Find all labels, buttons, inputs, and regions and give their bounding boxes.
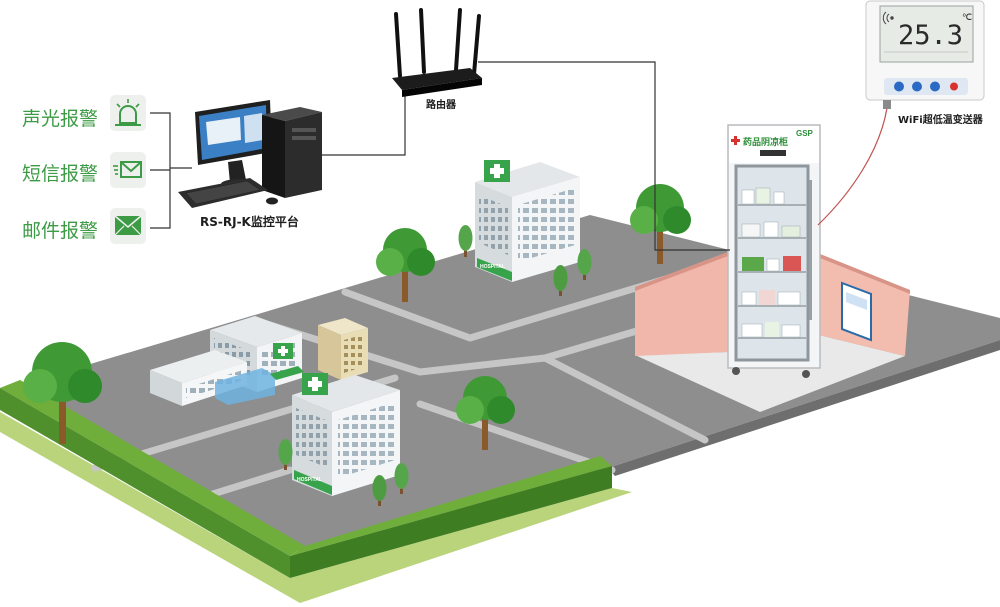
tower-side — [262, 115, 285, 198]
cable-computer-router — [322, 96, 405, 155]
apartment-building — [318, 318, 368, 380]
tree-trunk — [482, 416, 488, 450]
gsp-badge: GSP — [796, 129, 814, 138]
menu-button — [894, 82, 904, 92]
screen-panel — [244, 113, 263, 143]
hospital-sign-text: HOSPITAL — [480, 264, 505, 270]
drive-bay — [292, 128, 316, 132]
wifi-temperature-transmitter: 25.3 ℃ — [866, 1, 984, 109]
hospital-building-top: HOSPITAL — [475, 160, 580, 282]
door — [842, 283, 871, 340]
sensor-probe-cable — [818, 108, 887, 225]
cross-sign-icon — [302, 373, 328, 395]
alarm-bracket — [150, 113, 192, 228]
cross-sign-icon — [273, 343, 293, 359]
alarm-item-sound-light: 声光报警 — [22, 95, 146, 131]
alarm-label: 邮件报警 — [22, 220, 98, 242]
temperature-reading: 25.3 — [898, 20, 963, 51]
tree-trunk — [59, 398, 66, 444]
alarm-label: 声光报警 — [22, 108, 98, 130]
monitoring-computer — [178, 100, 322, 208]
alarm-light-icon — [110, 95, 146, 131]
alarm-item-sms: 短信报警 — [22, 152, 146, 188]
mouse — [266, 198, 278, 205]
tower-front — [285, 112, 322, 198]
hospital-building-bottom: HOSPITAL — [292, 373, 400, 496]
fridge-name: 药品阴凉柜 — [743, 136, 788, 148]
up-button — [912, 82, 922, 92]
probe-connector — [883, 100, 891, 109]
caster-wheel — [732, 367, 740, 375]
router-label: 路由器 — [426, 98, 457, 111]
platform-label: RS-RJ-K监控平台 — [200, 214, 299, 229]
transmitter-label: WiFi超低温变送器 — [898, 113, 984, 126]
sms-icon — [110, 152, 146, 188]
medicine-refrigerator: 药品阴凉柜 GSP — [728, 125, 820, 378]
router-antennas — [396, 10, 479, 76]
temperature-unit: ℃ — [962, 13, 972, 23]
down-button — [930, 82, 940, 92]
power-button — [950, 83, 958, 91]
wifi-router — [392, 10, 482, 97]
fridge-display — [760, 150, 786, 156]
door-handle — [809, 180, 812, 320]
mail-icon — [110, 208, 146, 244]
hospital-sign-text: HOSPITAL — [297, 477, 322, 483]
drive-bay — [292, 136, 316, 140]
tree-trunk — [402, 268, 408, 302]
alarm-item-email: 邮件报警 — [22, 208, 146, 244]
tree-trunk — [657, 228, 663, 264]
alarm-label: 短信报警 — [22, 163, 98, 185]
cross-sign-icon — [484, 160, 510, 182]
caster-wheel — [802, 370, 810, 378]
